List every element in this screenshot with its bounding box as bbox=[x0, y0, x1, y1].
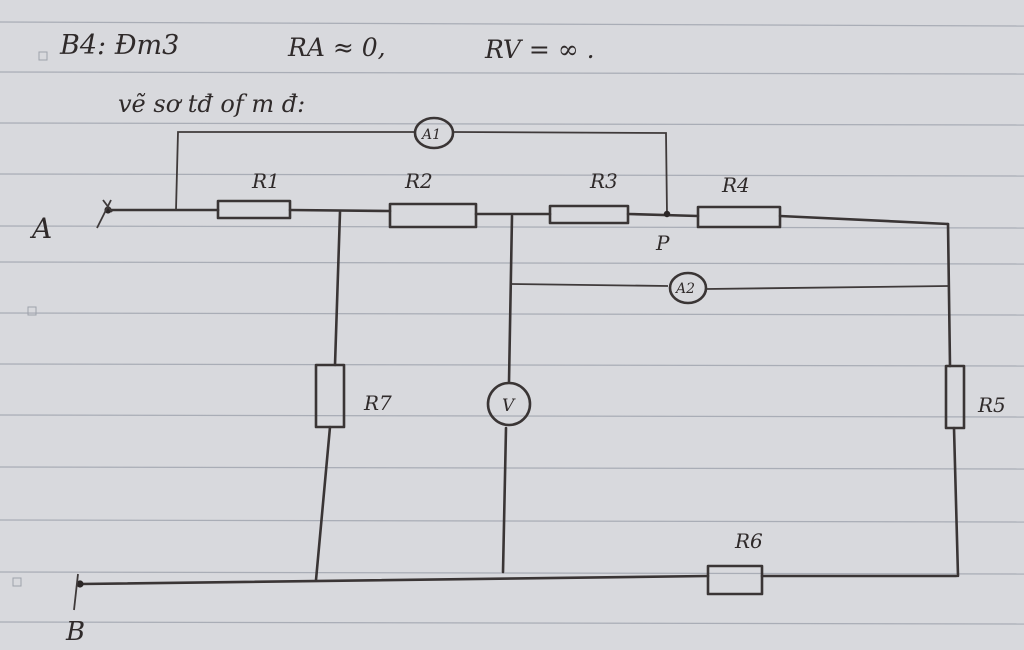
ammeter-resistance-note: RA ≈ 0, bbox=[287, 33, 386, 62]
ammeter-a2-label: A2 bbox=[674, 281, 695, 297]
terminal-b: B bbox=[65, 573, 85, 647]
ammeter-a1: A1 bbox=[413, 116, 455, 150]
problem-label: B4: Đm3 bbox=[59, 30, 179, 61]
resistor-r6-label: R6 bbox=[734, 529, 763, 553]
terminal-b-label: B bbox=[65, 617, 85, 647]
resistor-r2-label: R2 bbox=[404, 169, 433, 193]
voltmeter-v-label: V bbox=[502, 396, 516, 416]
instruction-text: vẽ sơ tđ of m đ: bbox=[118, 90, 305, 118]
resistor-r3: R3 bbox=[548, 169, 630, 225]
margin-checkbox bbox=[12, 577, 22, 587]
resistor-r1: R1 bbox=[216, 169, 292, 220]
resistor-r3-label: R3 bbox=[589, 169, 618, 193]
ammeter-a1-label: A1 bbox=[420, 127, 441, 143]
resistor-r1-label: R1 bbox=[251, 169, 280, 193]
voltmeter-v: V bbox=[486, 381, 532, 427]
node-p-label: P bbox=[655, 231, 670, 255]
node-p: P bbox=[655, 210, 671, 255]
resistor-r6: R6 bbox=[706, 529, 764, 596]
resistor-r7-label: R7 bbox=[363, 391, 392, 415]
terminal-a-label: A bbox=[29, 212, 52, 245]
margin-checkbox bbox=[27, 306, 37, 316]
resistor-r4-label: R4 bbox=[721, 173, 750, 197]
margin-checkbox bbox=[38, 51, 48, 61]
circuit-wires bbox=[78, 131, 960, 586]
resistor-r2: R2 bbox=[388, 169, 478, 229]
resistor-r5: R5 bbox=[944, 364, 1006, 430]
terminal-a: A bbox=[29, 199, 113, 245]
resistor-r7: R7 bbox=[314, 363, 392, 429]
ammeter-a2: A2 bbox=[668, 271, 708, 305]
resistor-r4: R4 bbox=[696, 173, 782, 229]
voltmeter-resistance-note: RV = ∞ . bbox=[484, 35, 595, 64]
resistor-r5-label: R5 bbox=[977, 393, 1006, 417]
